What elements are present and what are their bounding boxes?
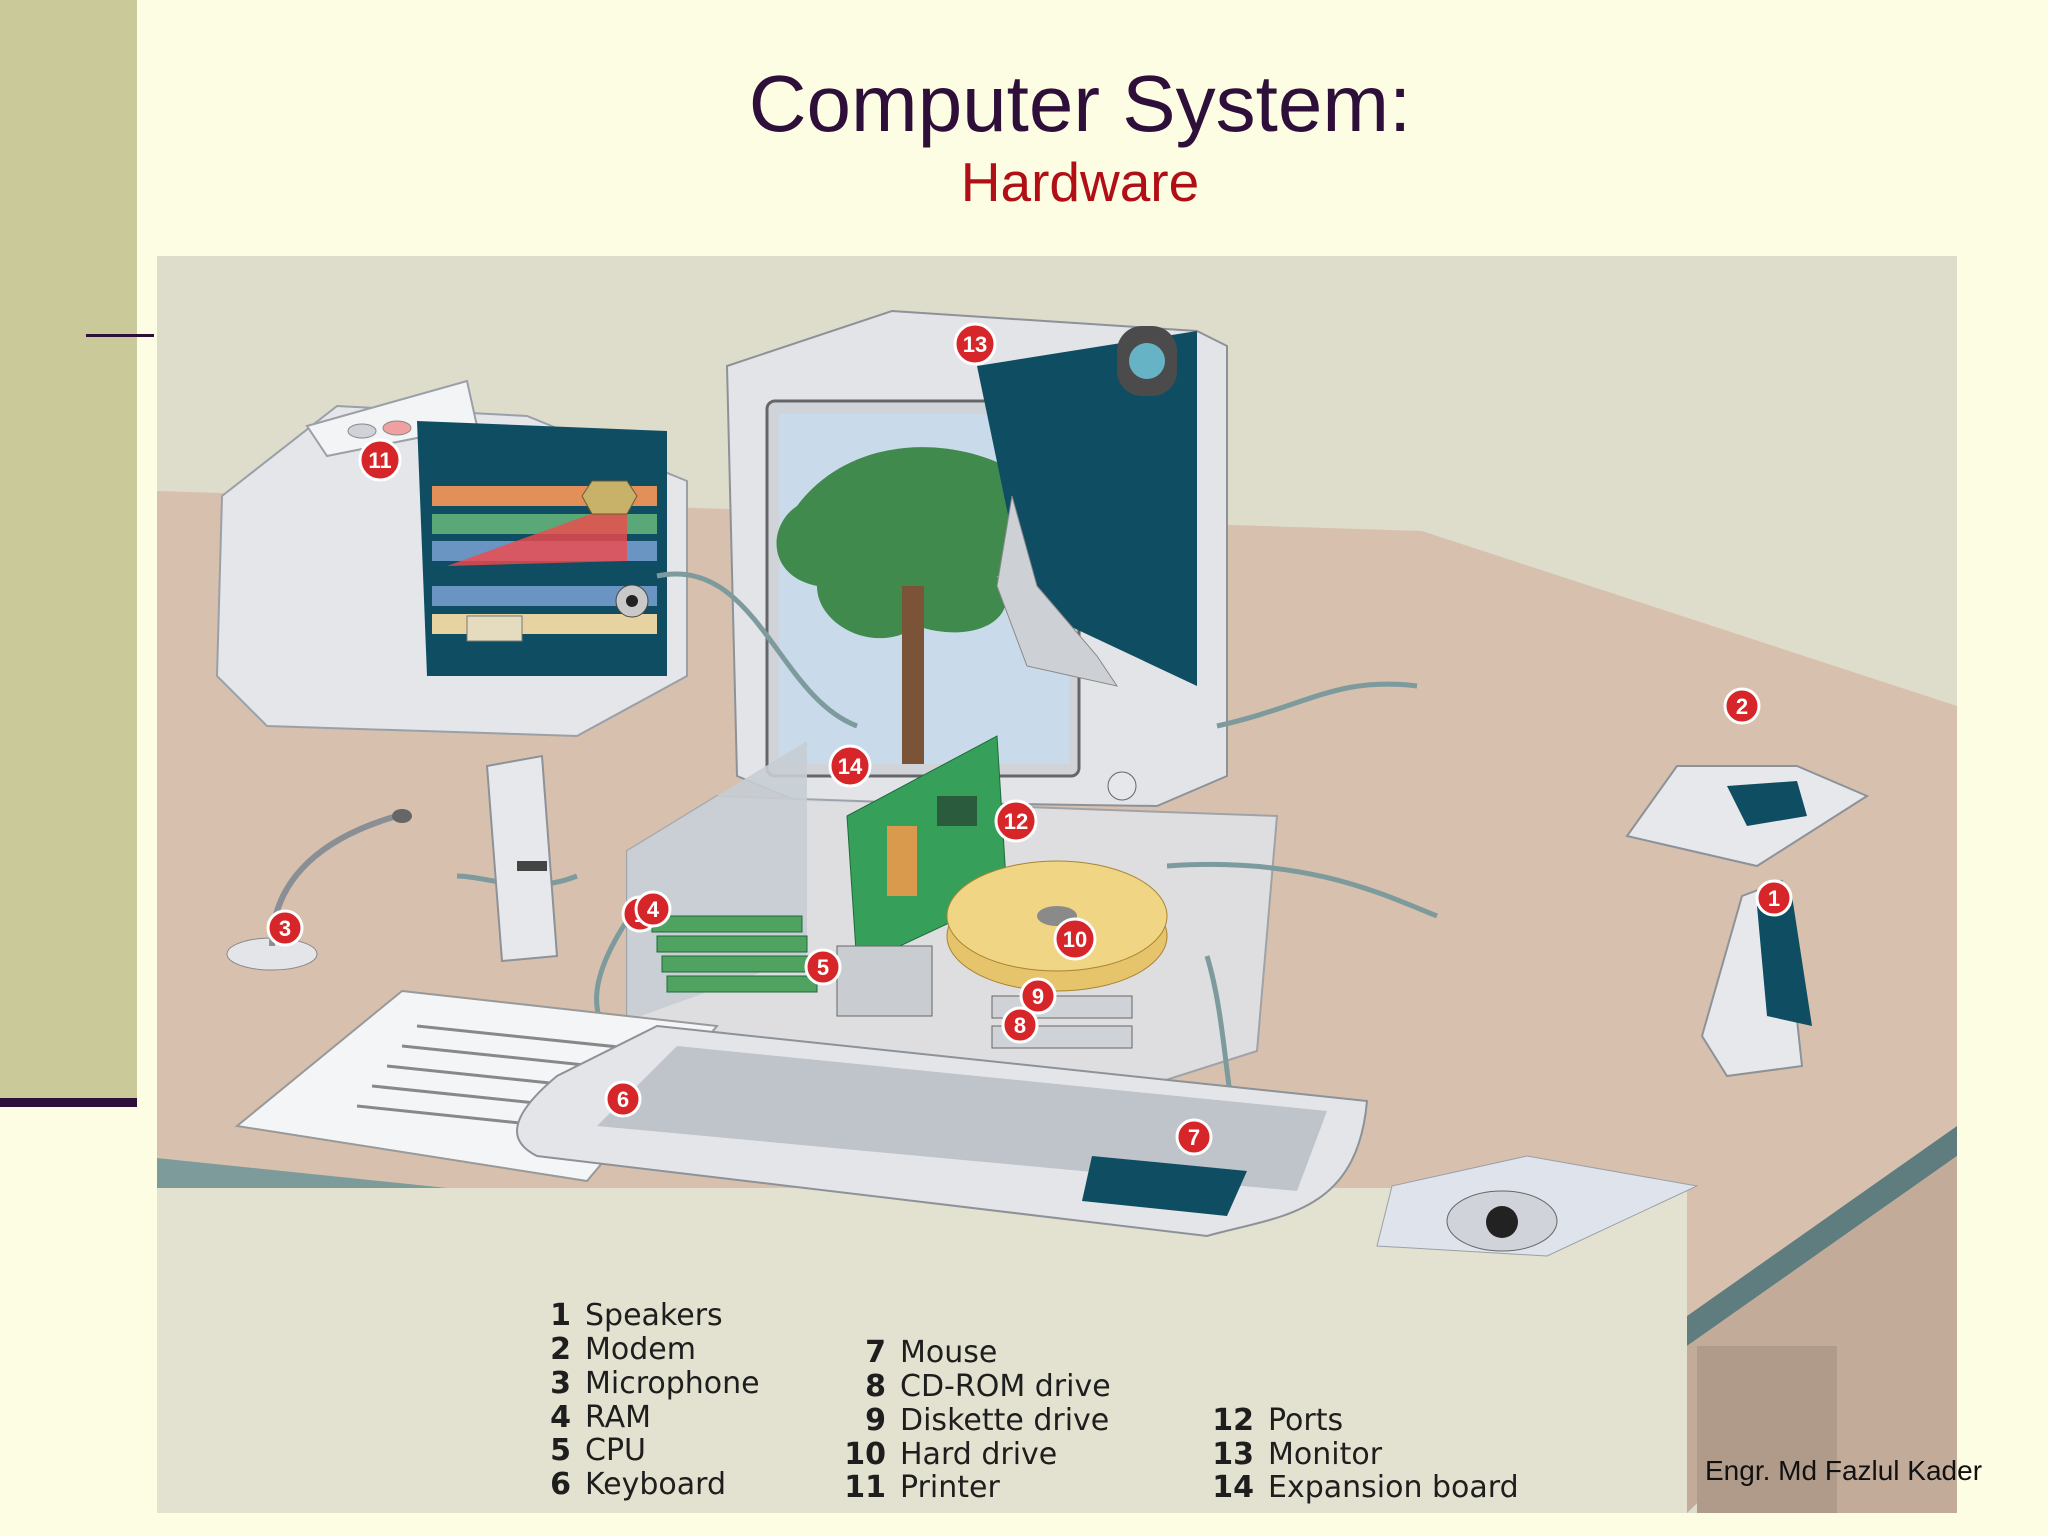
speaker-right	[1700, 879, 1812, 1078]
badge-printer: 11	[358, 438, 402, 482]
badge-cdrom: 8	[1001, 1006, 1039, 1044]
badge-mouse: 7	[1175, 1118, 1213, 1156]
badge-ports: 12	[994, 799, 1038, 843]
badge-monitor: 13	[953, 322, 997, 366]
system-unit	[626, 735, 1279, 1088]
badge-ram: 4	[634, 890, 672, 928]
badge-speaker-right: 1	[1755, 879, 1793, 917]
modem	[1625, 765, 1870, 868]
svg-text:14: 14	[838, 754, 863, 779]
keyboard	[516, 1024, 1369, 1238]
svg-text:3: 3	[279, 916, 291, 941]
title-dash	[86, 334, 154, 337]
svg-text:4: 4	[647, 897, 660, 922]
number-badges: 1 1 2 3 4 5 6 7 8 9 10 11 12 13 14	[266, 322, 1793, 1156]
svg-text:7: 7	[1188, 1125, 1200, 1150]
badge-hard-drive: 10	[1053, 917, 1097, 961]
svg-text:2: 2	[1736, 694, 1748, 719]
svg-text:13: 13	[963, 332, 987, 357]
printer	[215, 379, 688, 738]
badge-expansion-board: 14	[828, 744, 872, 788]
speaker-left	[485, 754, 559, 963]
badge-modem: 2	[1723, 687, 1761, 725]
svg-text:1: 1	[1768, 886, 1780, 911]
sidebar-bottom-rule	[0, 1098, 137, 1107]
hard-drive	[946, 860, 1168, 992]
svg-text:9: 9	[1032, 984, 1044, 1009]
svg-text:5: 5	[817, 955, 829, 980]
badge-diskette: 9	[1019, 977, 1057, 1015]
mouse	[1446, 1190, 1558, 1252]
cables	[456, 571, 1438, 1204]
author-credit: Engr. Md Fazlul Kader	[1705, 1455, 1983, 1486]
svg-text:11: 11	[368, 448, 391, 473]
svg-text:6: 6	[617, 1087, 629, 1112]
badge-cpu: 5	[804, 948, 842, 986]
slide-title: Computer System:	[748, 59, 1412, 148]
svg-text:8: 8	[1014, 1013, 1026, 1038]
ram-modules	[651, 915, 818, 993]
slide-subtitle: Hardware	[960, 151, 1200, 213]
monitor	[725, 309, 1228, 808]
svg-text:10: 10	[1063, 927, 1087, 952]
hardware-illustration: 1 1 2 3 4 5 6 7 8 9 10 11 12 13 14	[157, 256, 1957, 1513]
sidebar-decoration	[0, 0, 137, 1100]
svg-text:12: 12	[1004, 809, 1028, 834]
badge-keyboard: 6	[604, 1080, 642, 1118]
badge-microphone: 3	[266, 909, 304, 947]
